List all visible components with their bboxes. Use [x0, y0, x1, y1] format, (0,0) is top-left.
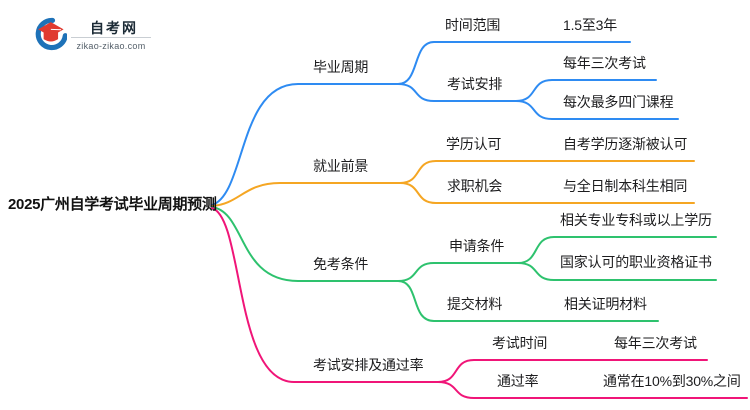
branch-lines-exam-schedule-pass-rate	[211, 207, 748, 399]
leaf-job-opportunities-value: 与全日制本科生相同	[563, 178, 688, 194]
line-max-courses	[515, 100, 679, 120]
site-logo: 自考网 zikao-zikao.com	[33, 15, 153, 57]
branch-lines-exemption-conditions	[211, 206, 717, 322]
leaf-pass-rate-value: 通常在10%到30%之间	[603, 373, 741, 389]
logo-divider	[71, 37, 151, 38]
node-exemption-conditions: 免考条件	[313, 256, 369, 272]
line-employment-prospects	[211, 182, 401, 207]
node-application-conditions: 申请条件	[449, 238, 505, 254]
node-exam-time: 考试时间	[492, 335, 548, 351]
node-exam-arrangement: 考试安排	[447, 76, 503, 92]
leaf-proof-materials: 相关证明材料	[564, 296, 647, 312]
line-pass-rate	[437, 381, 748, 399]
node-submission-materials: 提交材料	[447, 296, 503, 312]
leaf-exams-per-year: 每年三次考试	[563, 55, 646, 71]
line-exemption-conditions	[211, 206, 399, 282]
leaf-college-degree: 相关专业专科或以上学历	[560, 212, 712, 228]
line-graduation-cycle	[211, 83, 399, 206]
line-qualification-cert	[517, 262, 717, 281]
graduation-cap-icon	[35, 17, 67, 51]
line-application-conditions	[397, 262, 519, 282]
line-exam-arrangement	[397, 83, 517, 102]
root-node: 2025广州自学考试毕业周期预测	[8, 196, 217, 213]
line-submission-materials	[397, 280, 659, 322]
node-exam-schedule-pass-rate: 考试安排及通过率	[313, 357, 424, 373]
node-time-range: 时间范围	[445, 17, 501, 33]
leaf-qualification-cert: 国家认可的职业资格证书	[560, 254, 712, 270]
site-url: zikao-zikao.com	[76, 41, 146, 51]
line-college-degree	[517, 236, 717, 264]
line-exams-per-year	[515, 79, 657, 102]
node-job-opportunities: 求职机会	[447, 178, 503, 194]
line-time-range	[397, 41, 631, 85]
leaf-time-range-value: 1.5至3年	[563, 17, 618, 33]
line-exam-time	[437, 359, 708, 383]
site-name: 自考网	[90, 20, 138, 36]
leaf-exam-time-value: 每年三次考试	[614, 335, 697, 351]
line-job-opportunities	[399, 182, 695, 204]
line-exam-schedule-pass-rate	[211, 207, 439, 383]
leaf-degree-recognition-value: 自考学历逐渐被认可	[563, 136, 688, 152]
node-employment-prospects: 就业前景	[313, 158, 369, 174]
line-degree-recognition	[399, 160, 695, 184]
node-degree-recognition: 学历认可	[446, 136, 502, 152]
branch-lines-employment-prospects	[211, 160, 695, 207]
leaf-max-courses: 每次最多四门课程	[563, 94, 674, 110]
branch-lines-graduation-cycle	[211, 41, 679, 206]
node-pass-rate: 通过率	[497, 373, 539, 389]
node-graduation-cycle: 毕业周期	[313, 59, 369, 75]
